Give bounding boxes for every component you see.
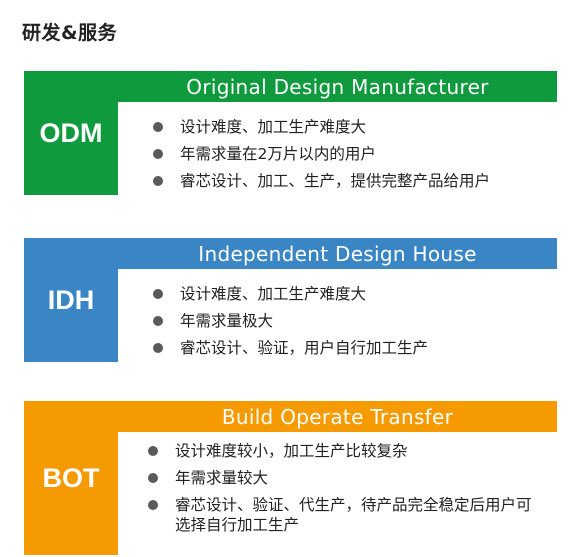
idh-bullet: 年需求量极大 [153, 311, 428, 331]
bot-header: Build Operate Transfer [118, 401, 557, 432]
odm-label: ODM [24, 71, 118, 195]
idh-header: Independent Design House [118, 238, 557, 269]
page-title: 研发&服务 [22, 22, 118, 44]
odm-header: Original Design Manufacturer [118, 71, 557, 102]
odm-body: 设计难度、加工生产难度大 年需求量在2万片以内的用户 睿芯设计、加工、生产，提供… [118, 117, 557, 197]
bullet-dot-icon [148, 446, 158, 456]
bullet-dot-icon [153, 316, 163, 326]
odm-bullet: 设计难度、加工生产难度大 [153, 117, 490, 137]
bot-body: 设计难度较小，加工生产比较复杂 年需求量较大 睿芯设计、验证、代生产，待产品完全… [118, 441, 557, 553]
idh-body: 设计难度、加工生产难度大 年需求量极大 睿芯设计、验证，用户自行加工生产 [118, 284, 557, 364]
bullet-dot-icon [148, 473, 158, 483]
idh-bullet: 设计难度、加工生产难度大 [153, 284, 428, 304]
bullet-dot-icon [153, 343, 163, 353]
idh-bullet: 睿芯设计、验证，用户自行加工生产 [153, 338, 428, 358]
bot-bullet: 睿芯设计、验证、代生产，待产品完全稳定后用户可选择自行加工生产 [148, 495, 535, 535]
odm-bullet: 睿芯设计、加工、生产，提供完整产品给用户 [153, 171, 490, 191]
idh-label: IDH [24, 238, 118, 362]
bot-bullet: 年需求量较大 [148, 468, 535, 488]
bullet-dot-icon [153, 122, 163, 132]
bullet-dot-icon [153, 149, 163, 159]
bot-label: BOT [24, 401, 118, 555]
bot-bullet: 设计难度较小，加工生产比较复杂 [148, 441, 535, 461]
bullet-dot-icon [148, 500, 158, 510]
bullet-dot-icon [153, 176, 163, 186]
bullet-dot-icon [153, 289, 163, 299]
odm-bullet: 年需求量在2万片以内的用户 [153, 144, 490, 164]
